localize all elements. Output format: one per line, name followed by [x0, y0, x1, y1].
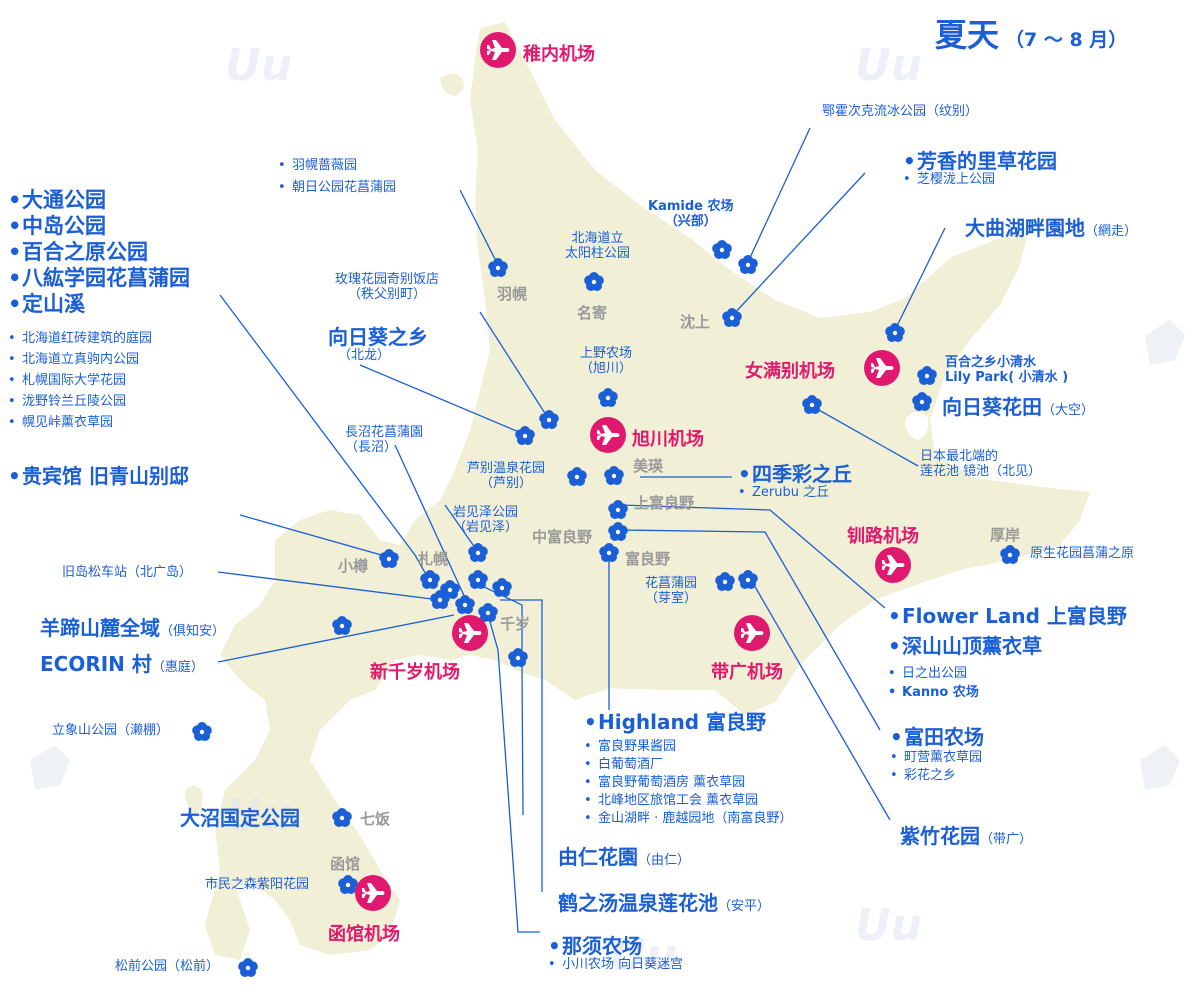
ueno-farm-spot: 上野农场（旭川） [580, 346, 633, 376]
shikisai-spot: •四季彩之丘 •Zerubu 之丘 [738, 462, 852, 500]
nayoro-spot: 北海道立太阳柱公园 [565, 231, 631, 261]
town-label: 沈上 [680, 313, 711, 331]
naganuma-spot: 長沼花菖蒲園（長沼） [345, 425, 424, 455]
town-label: 札幌 [418, 550, 449, 568]
town-label: 富良野 [625, 550, 671, 568]
ashibetsu-spot: 芦别温泉花园（芦别） [467, 461, 546, 491]
town-label: 名寄 [577, 304, 608, 322]
hokkaido-land [205, 22, 1090, 960]
shiminnomori-spot: 市民之森紫阳花园 [205, 877, 310, 892]
nasu-farm-spot: •那须农场 •小川农场 向日葵迷宫 [548, 934, 684, 972]
shichiku-spot: 紫竹花园（带广） [900, 824, 1033, 848]
flowerland-small-list: •日之出公园 •Kanno 农场 [888, 666, 979, 700]
town-label: 美瑛 [633, 457, 664, 475]
watermark: Uu [855, 40, 923, 91]
town-label: 中富良野 [532, 528, 593, 546]
town-label: 上富良野 [634, 494, 695, 512]
airport-label: 稚内机场 [523, 44, 595, 65]
airport-label: 女满别机场 [745, 361, 835, 382]
hokuryu-spot: 向日葵之乡 （北龙） [328, 325, 428, 363]
kihinkan-spot: •贵宾馆 旧青山别邸 [8, 464, 189, 488]
yotei-spot: 羊蹄山麓全域（俱知安） [40, 616, 226, 640]
rose-hotel-spot: 玫瑰花园奇别饭店（秩父别町） [335, 272, 440, 302]
airport-label: 函馆机场 [328, 924, 400, 945]
tomita-farm-spot: •富田农场 •町营薰衣草园 •彩花之乡 [890, 725, 984, 784]
page-title: 夏天（7 ～ 8 月） [935, 16, 1128, 54]
okushiri-island [185, 785, 203, 815]
tsurunoyu-spot: 鹤之汤温泉莲花池（安平） [558, 891, 771, 915]
airport-label: 新千岁机场 [370, 662, 460, 683]
watermark: Uu [610, 930, 678, 981]
houka-spot: •芳香的里草花园 •芝樱泷上公园 [903, 149, 1057, 187]
okhotsk-spot: 鄂霍次克流冰公园（纹别） [822, 104, 979, 119]
watermark: Uu [225, 40, 293, 91]
memuro-spot: 花菖蒲园（芽室） [645, 576, 698, 606]
kitami-spot: 日本最北端的莲花池 镜池（北见） [920, 449, 1042, 479]
highland-spot: •Highland 富良野 •富良野果酱园 •白葡萄酒厂 •富良野葡萄酒房 薰衣… [584, 710, 793, 827]
onuma-spot: 大沼国定公园 [180, 806, 300, 830]
yuni-spot: 由仁花園（由仁） [558, 845, 691, 869]
airport-label: 旭川机场 [632, 429, 704, 450]
matsumae-spot: 松前公园（松前） [115, 959, 220, 974]
town-label: 厚岸 [990, 526, 1021, 544]
rishiri-island [440, 74, 464, 96]
omagari-spot: 大曲湖畔園地（網走） [965, 216, 1138, 240]
town-label: 七饭 [360, 810, 391, 828]
genseikaen-spot: 原生花园菖蒲之原 [1030, 546, 1135, 561]
iwamizawa-spot: 岩见泽公园（岩见泽） [453, 505, 519, 535]
tateyama-spot: 立象山公园（濑棚） [52, 723, 170, 738]
flowerland-spots: •Flower Land 上富良野 •深山山顶薰衣草 [888, 604, 1127, 658]
ecorin-spot: ECORIN 村（惠庭） [40, 652, 204, 676]
town-label: 千岁 [500, 615, 531, 633]
ozora-spot: 向日葵花田（大空） [942, 395, 1095, 419]
town-label: 小樽 [338, 557, 369, 575]
town-label: 函馆 [330, 855, 361, 873]
lake [905, 411, 929, 440]
sapporo-small-list: •北海道红砖建筑的庭园 •北海道立真驹内公园 •札幌国际大学花园 •泷野铃兰丘陵… [8, 331, 153, 430]
haboro-spots: •羽幌蔷薇园 •朝日公园花菖蒲园 [278, 158, 397, 195]
kamide-spot: Kamide 农场（兴部） [648, 199, 734, 229]
town-label: 羽幌 [497, 285, 528, 303]
sapporo-spots-list: •大通公园 •中岛公园 •百合之原公园 •八紘学园花菖蒲园 •定山溪 [8, 188, 190, 316]
kyushima-spot: 旧岛松车站（北广岛） [62, 565, 193, 580]
airport-label: 钏路机场 [847, 526, 919, 547]
airport-label: 带广机场 [711, 662, 783, 683]
watermark: Uu [225, 790, 293, 841]
watermark: Uu [855, 900, 923, 951]
